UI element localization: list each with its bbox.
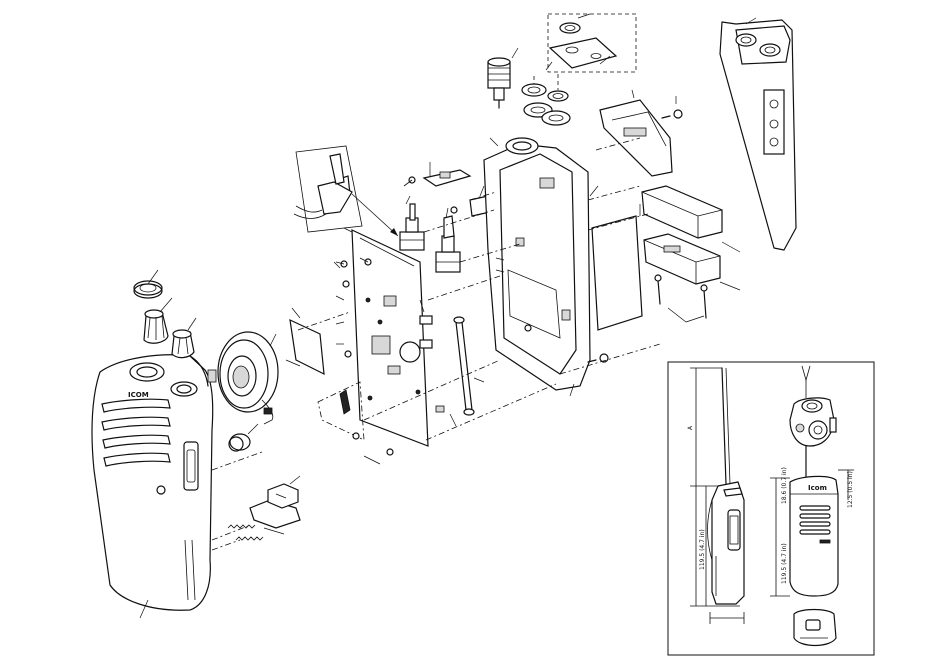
cover-screw bbox=[662, 110, 682, 118]
volume-potentiometer bbox=[400, 204, 424, 250]
dim-depth-2: 12.5 (0.5 in) bbox=[847, 471, 854, 508]
shield-plate bbox=[286, 320, 324, 374]
ptt-rubber bbox=[250, 484, 300, 528]
speaker-pad bbox=[208, 370, 216, 382]
bottom-view-radio bbox=[794, 610, 836, 646]
connector-inset bbox=[318, 382, 364, 440]
seal-sheet bbox=[592, 216, 642, 330]
dim-depth-1: 18.6 (0.7 in) bbox=[781, 467, 788, 504]
case-screw-hole bbox=[157, 486, 165, 494]
leader-lines bbox=[140, 14, 756, 618]
ptt-springs bbox=[228, 525, 263, 540]
battery-contact-upper bbox=[642, 186, 722, 238]
belt-clip bbox=[720, 20, 796, 250]
antenna-connector bbox=[488, 58, 510, 108]
dim-body-height-side: 119.5 (4.7 in) bbox=[781, 543, 788, 584]
switch-board bbox=[424, 170, 470, 186]
channel-knob bbox=[144, 310, 168, 343]
dimension-inset: A 119.5 (4.7 in) Icom bbox=[668, 362, 874, 655]
brand-logo: ICOM bbox=[128, 391, 149, 399]
inset-brand: Icom bbox=[808, 484, 827, 492]
small-gasket bbox=[436, 406, 444, 412]
channel-selector bbox=[436, 216, 460, 272]
switch-inset bbox=[294, 146, 362, 232]
volume-knob bbox=[172, 330, 194, 358]
spacer-rod bbox=[454, 317, 474, 415]
accessory-cover bbox=[600, 100, 672, 176]
knob-nut-inset bbox=[548, 14, 636, 72]
speaker-cushion bbox=[229, 434, 250, 451]
main-pcb bbox=[352, 230, 432, 446]
antenna-washers bbox=[522, 84, 570, 125]
speaker bbox=[218, 332, 278, 424]
chassis bbox=[484, 138, 590, 390]
antenna-port bbox=[130, 363, 164, 381]
ptt-opening bbox=[184, 442, 198, 490]
knob-port bbox=[171, 382, 197, 396]
dim-body-height: 119.5 (4.7 in) bbox=[699, 529, 706, 570]
inset-frame bbox=[668, 362, 874, 655]
front-case: ICOM bbox=[92, 355, 213, 610]
